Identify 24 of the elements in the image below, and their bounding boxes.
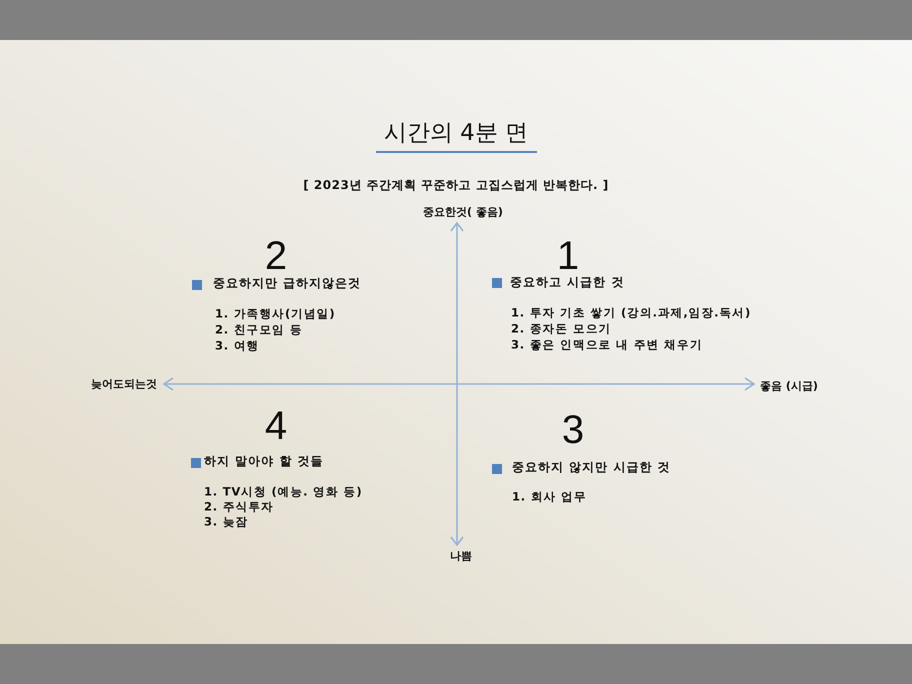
list-item: 2. 주식투자 xyxy=(204,500,274,514)
axis-label: 좋음 (시급) xyxy=(760,380,818,394)
quadrant-heading: 중요하지 않지만 시급한 것 xyxy=(512,461,671,475)
list-item: 2. 종자돈 모으기 xyxy=(511,322,612,336)
list-item: 1. TV시청 (예능. 영화 등) xyxy=(204,485,362,499)
list-item: 3. 여행 xyxy=(215,339,260,353)
list-item: 3. 좋은 인맥으로 내 주변 채우기 xyxy=(511,338,703,352)
quadrant-number: 1 xyxy=(556,233,580,278)
quadrant-heading: 중요하고 시급한 것 xyxy=(510,276,624,290)
quadrant-number: 3 xyxy=(562,407,584,453)
axis-label: 중요한것( 좋음) xyxy=(423,206,503,220)
quadrant-heading: 하지 말아야 할 것들 xyxy=(204,455,324,469)
title: 시간의 4분 면 xyxy=(384,120,528,146)
quadrant-number: 4 xyxy=(264,403,288,449)
axis-label: 늦어도되는것 xyxy=(91,378,157,392)
quadrant-number: 2 xyxy=(264,233,288,278)
subtitle: [ 2023년 주간계획 꾸준하고 고집스럽게 반복한다. ] xyxy=(303,179,609,193)
list-item: 1. 회사 업무 xyxy=(512,490,587,504)
axis-label: 나쁨 xyxy=(450,550,472,564)
list-item: 3. 늦잠 xyxy=(204,515,248,529)
list-item: 1. 투자 기초 쌓기 (강의.과제,임장.독서) xyxy=(511,306,752,320)
list-item: 1. 가족행사(기념일) xyxy=(215,307,336,321)
quadrant-heading: 중요하지만 급하지않은것 xyxy=(213,277,362,291)
list-item: 2. 친구모임 등 xyxy=(215,323,303,337)
